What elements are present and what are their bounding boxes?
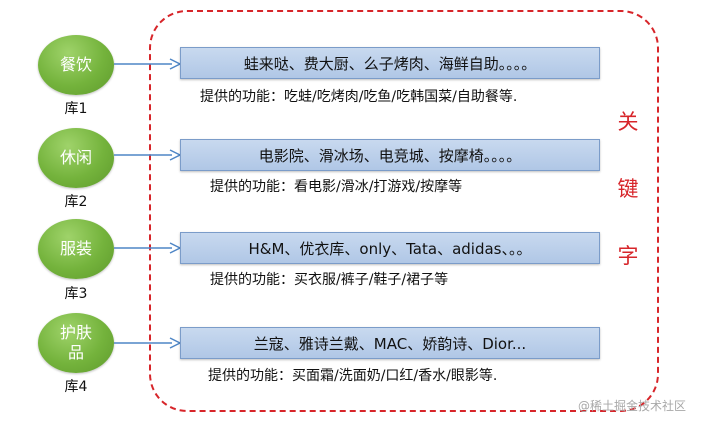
keyword-char: 字 bbox=[617, 244, 639, 268]
store-list-text: 电影院、滑冰场、电竞城、按摩椅。。。。 bbox=[258, 146, 522, 165]
function-description: 提供的功能：买衣服/裤子/鞋子/裙子等 bbox=[210, 272, 449, 288]
library-label: 库4 bbox=[64, 379, 88, 395]
arrow-icon bbox=[114, 242, 182, 254]
category-label: 服装 bbox=[59, 239, 92, 258]
function-description: 提供的功能：看电影/滑冰/打游戏/按摩等 bbox=[210, 179, 463, 195]
arrow-icon bbox=[114, 149, 182, 161]
keyword-char: 键 bbox=[617, 177, 639, 201]
arrow-icon bbox=[114, 337, 182, 349]
category-label: 餐饮 bbox=[59, 55, 92, 74]
library-label: 库2 bbox=[64, 194, 88, 210]
watermark: @稀土掘金技术社区 bbox=[578, 399, 687, 413]
category-label: 护肤品 bbox=[59, 323, 92, 362]
store-list-bar: H&M、优衣库、only、Tata、adidas、。。 bbox=[180, 232, 600, 264]
category-circle-clothing: 服装 bbox=[38, 219, 114, 279]
store-list-bar: 兰寇、雅诗兰戴、MAC、娇韵诗、Dior... bbox=[180, 327, 600, 359]
library-label: 库1 bbox=[64, 101, 88, 117]
store-list-bar: 电影院、滑冰场、电竞城、按摩椅。。。。 bbox=[180, 139, 600, 171]
store-list-text: 蛙来哒、费大厨、么子烤肉、海鲜自助。。。。 bbox=[243, 54, 537, 73]
function-description: 提供的功能：吃蛙/吃烤肉/吃鱼/吃韩国菜/自助餐等. bbox=[200, 89, 518, 105]
category-circle-dining: 餐饮 bbox=[38, 35, 114, 95]
store-list-text: 兰寇、雅诗兰戴、MAC、娇韵诗、Dior... bbox=[253, 334, 527, 353]
library-label: 库3 bbox=[64, 286, 88, 302]
function-description: 提供的功能：买面霜/洗面奶/口红/香水/眼影等. bbox=[208, 368, 498, 384]
keyword-frame bbox=[149, 10, 659, 412]
category-circle-leisure: 休闲 bbox=[38, 128, 114, 188]
category-label: 休闲 bbox=[59, 148, 92, 167]
keyword-char: 关 bbox=[617, 110, 639, 134]
store-list-text: H&M、优衣库、only、Tata、adidas、。。 bbox=[248, 239, 532, 258]
arrow-icon bbox=[114, 58, 182, 70]
category-circle-skincare: 护肤品 bbox=[38, 313, 114, 373]
store-list-bar: 蛙来哒、费大厨、么子烤肉、海鲜自助。。。。 bbox=[180, 47, 600, 79]
